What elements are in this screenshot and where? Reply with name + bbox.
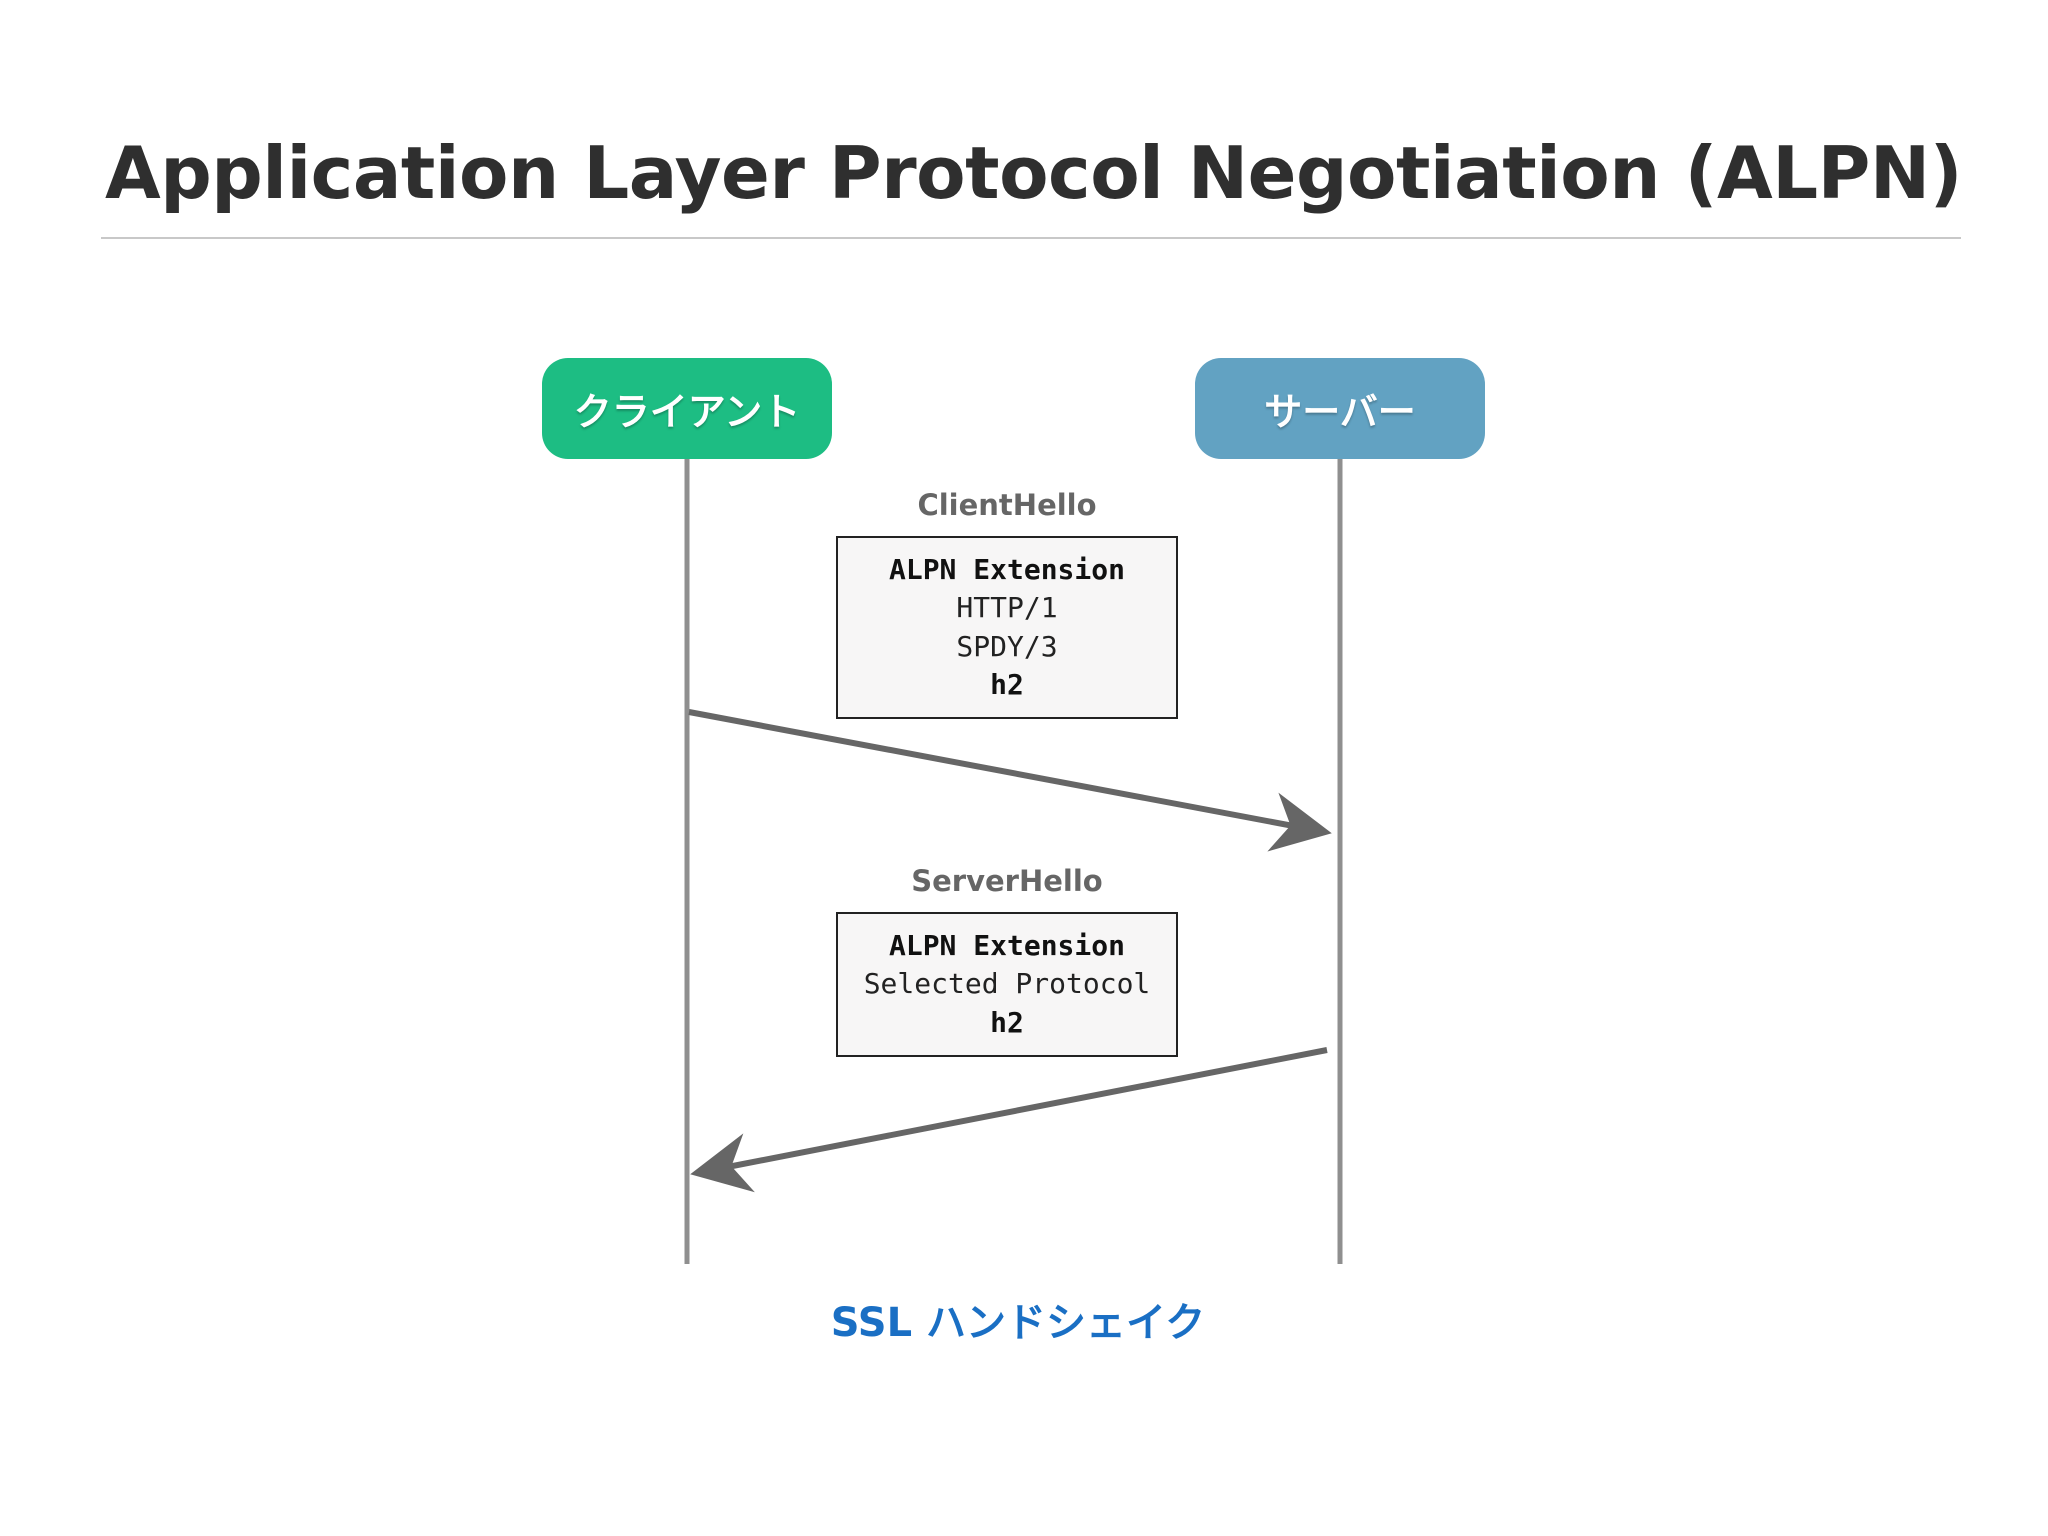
client-hello-box: ALPN Extension HTTP/1 SPDY/3 h2 — [836, 536, 1178, 719]
server-hello-label: ServerHello — [911, 864, 1103, 898]
client-hello-arrow — [688, 709, 1332, 852]
page-title: Application Layer Protocol Negotiation (… — [105, 131, 1963, 215]
client-actor: クライアント — [542, 358, 832, 459]
alpn-extension-heading: ALPN Extension — [888, 928, 1125, 962]
title-divider — [101, 237, 1961, 239]
client-hello-label: ClientHello — [917, 488, 1097, 522]
alpn-extension-heading: ALPN Extension — [888, 552, 1125, 586]
protocol-http1: HTTP/1 — [956, 591, 1058, 624]
selected-protocol-h2: h2 — [990, 1005, 1024, 1039]
server-actor: サーバー — [1195, 358, 1485, 459]
server-hello-box: ALPN Extension Selected Protocol h2 — [836, 912, 1178, 1057]
selected-protocol-text: Selected Protocol — [863, 967, 1151, 1001]
server-hello-arrow — [690, 1047, 1328, 1193]
ssl-handshake-caption: SSL ハンドシェイク — [830, 1300, 1206, 1346]
protocol-spdy3: SPDY/3 — [956, 629, 1058, 663]
protocol-h2: h2 — [990, 668, 1024, 701]
